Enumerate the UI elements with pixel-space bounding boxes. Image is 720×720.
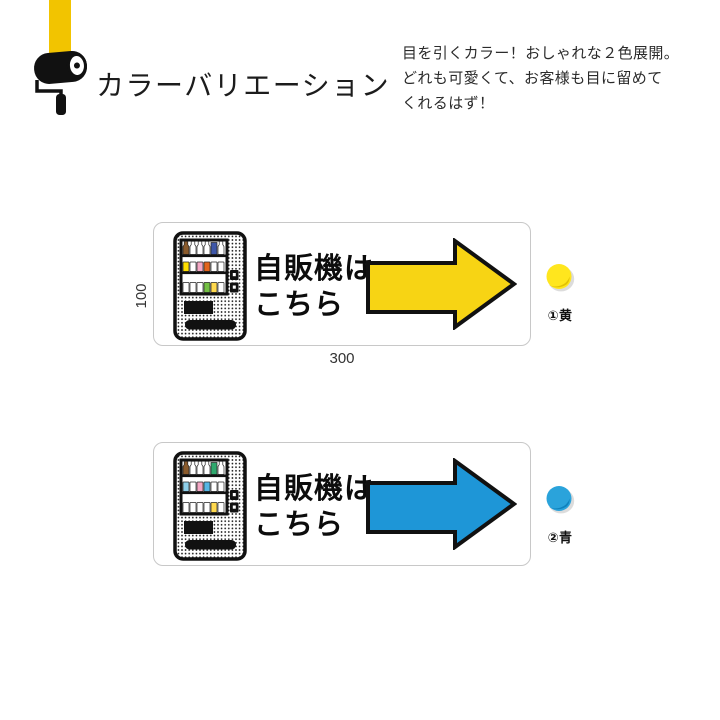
drink-item [196,240,204,255]
drink-item [182,240,190,255]
drink-item [182,282,190,293]
drink-item [182,460,190,475]
shelf-bar [182,474,226,478]
drink-item [189,460,197,475]
sign-text: 自販機は こちら [254,473,375,541]
drink-item [210,242,218,255]
swatch-label: ②青 [547,530,573,545]
paint-roller-icon [34,0,88,115]
sticker-icon [546,486,575,514]
drink-item [196,460,204,475]
drink-item [196,502,204,513]
sign-text: 自販機は こちら [254,253,375,321]
drink-item [203,481,211,492]
arrow-right-icon [366,238,517,330]
sign-design-blue: 自販機は こちら [153,442,531,566]
vending-machine-icon [173,451,247,561]
sign-design-yellow: 自販機は こちら [153,222,531,346]
drink-item [210,481,218,492]
drink-item [203,502,211,513]
drink-item [189,261,197,272]
shelf-bar [182,491,226,495]
drink-item [189,240,197,255]
drink-item [203,240,211,255]
page-title: カラーバリエーション [96,69,391,101]
drink-item [189,282,197,293]
drink-item [196,282,204,293]
drink-item [182,502,190,513]
color-swatch-blue: ②青 [537,479,583,546]
drink-item [210,282,218,293]
dimension-height-label: 100 [133,283,150,309]
shelf-bar [182,254,226,258]
drink-item [217,282,225,293]
dimension-width-label: 300 [329,350,355,367]
drink-item [217,502,225,513]
drink-item [210,261,218,272]
drink-item [217,261,225,272]
drink-item [217,240,225,255]
drink-item [203,261,211,272]
drink-item [203,460,211,475]
drink-item [210,502,218,513]
swatch-label: ①黄 [547,308,573,323]
page-description: 目を引くカラー！おしゃれな２色展開。 どれも可愛くて、お客様も目に留めて くれる… [402,45,680,112]
drink-item [182,261,190,272]
drink-item [189,481,197,492]
machine-tray [185,540,236,550]
shelf-bar [182,271,226,275]
color-swatch-yellow: ①黄 [537,257,583,324]
sticker-icon [546,264,575,292]
machine-panel [184,521,213,534]
machine-panel [184,301,213,314]
drink-item [210,462,218,475]
drink-item [196,261,204,272]
machine-tray [185,320,236,330]
drink-item [196,481,204,492]
vending-machine-icon [173,231,247,341]
drink-item [189,502,197,513]
drink-item [217,460,225,475]
drink-item [182,481,190,492]
arrow-right-icon [366,458,517,550]
drink-item [217,481,225,492]
paint-stripe [49,0,71,53]
drink-item [203,282,211,293]
